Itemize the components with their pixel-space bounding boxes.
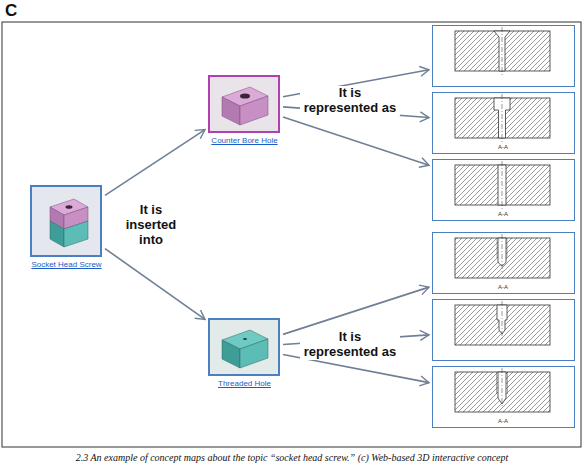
screw-picture [30, 185, 102, 257]
concept-box: Counter Bore Hole [208, 75, 280, 133]
section-label: A-A [498, 418, 508, 424]
relation-label: It is represented as [300, 330, 400, 360]
panel-letter: C [5, 1, 35, 21]
concept-link: Counter Bore Hole [211, 136, 277, 145]
connector-arrow [283, 117, 429, 165]
section-view-box: A-A [432, 92, 575, 154]
connector-arrow [105, 249, 205, 320]
section-view-box [432, 299, 575, 361]
section-view-box: A-A [432, 232, 575, 294]
relation-label: It is inserted into [115, 203, 187, 248]
section-label: A-A [498, 211, 508, 217]
concept-link: Threaded Hole [218, 379, 271, 388]
section-label: A-A [498, 144, 508, 150]
threaded-picture [208, 318, 280, 376]
section-view-box: A-A [432, 159, 575, 221]
section-label: A-A [498, 284, 508, 290]
connector-arrow [283, 287, 429, 334]
concept-box: Threaded Hole [208, 318, 280, 376]
figure-caption: 2.3 An example of concept maps about the… [76, 452, 509, 463]
frame [2, 22, 581, 447]
connector-arrow [105, 130, 205, 196]
section-drawings [455, 27, 550, 412]
counterbore-picture [208, 75, 280, 133]
concept-link: Socket Head Screw [31, 260, 101, 269]
concept-box: Socket Head Screw [30, 185, 102, 257]
relation-label: It is represented as [300, 86, 400, 116]
section-view-box: A-A [432, 366, 575, 428]
section-view-box [432, 25, 575, 87]
